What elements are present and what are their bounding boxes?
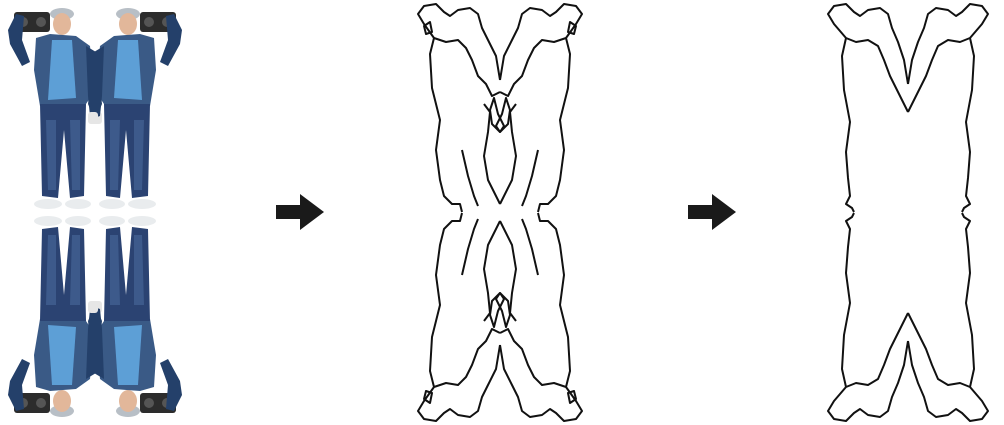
- contour-top-left: [418, 4, 504, 212]
- figure-top-right: [88, 8, 182, 209]
- outline-figure-svg: [812, 0, 1004, 425]
- figure-bottom-left: [8, 216, 102, 417]
- contour-figure-svg: [400, 0, 600, 425]
- mirrored-photo-composite: [0, 0, 190, 425]
- outline-bottom-left: [828, 213, 908, 421]
- figure-bottom-right: [88, 216, 182, 417]
- outline-top-right: [908, 4, 988, 212]
- photo-figure-svg: [0, 0, 190, 425]
- right-arrow-icon: [688, 194, 736, 230]
- right-arrow-icon: [276, 194, 324, 230]
- outline-bottom-right: [908, 213, 988, 421]
- contour-bottom-right: [496, 213, 582, 421]
- contour-bottom-left: [418, 213, 504, 421]
- simplified-outer-outline: [812, 0, 1004, 425]
- outline-top-left: [828, 4, 908, 212]
- detailed-contour: [400, 0, 600, 425]
- figure-top-left: [8, 8, 102, 209]
- contour-top-right: [496, 4, 582, 212]
